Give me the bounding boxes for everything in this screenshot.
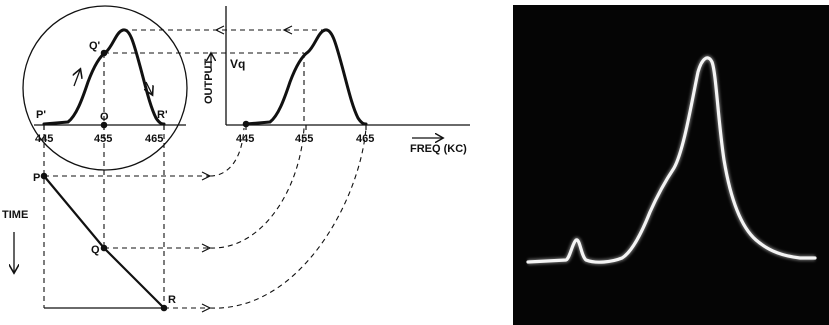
- left-response-curve: [42, 28, 166, 126]
- scope-trace: [526, 56, 817, 264]
- diagram-panel: [14, 5, 470, 313]
- vq-label: Vq: [230, 57, 245, 71]
- left-tick-445: 445: [35, 133, 53, 145]
- scope-screen: [513, 5, 829, 325]
- time-label: TIME: [2, 209, 28, 221]
- label-q-prime: Q': [89, 40, 101, 52]
- output-label: OUTPUT: [203, 59, 215, 105]
- rising-arrow: [74, 70, 80, 87]
- label-r: R: [168, 294, 176, 306]
- right-tick-465: 465: [356, 133, 374, 145]
- highlight-circle: [22, 5, 188, 171]
- label-q: Q: [91, 244, 100, 256]
- right-tick-445: 445: [236, 133, 254, 145]
- right-response-curve: [244, 28, 368, 126]
- label-p: P: [33, 172, 40, 184]
- label-p-prime: P': [36, 109, 46, 121]
- label-r-prime: R': [157, 109, 168, 121]
- freq-label: FREQ (KC): [410, 143, 467, 155]
- right-start-point: [242, 120, 250, 128]
- left-tick-455: 455: [94, 133, 112, 145]
- left-tick-465: 465: [145, 133, 163, 145]
- right-tick-455: 455: [295, 133, 313, 145]
- label-o: O: [100, 111, 109, 123]
- diagram-labels: P' Q' O R' 445 455 465 445 455 465 OUTPU…: [2, 40, 467, 306]
- oscilloscope-photo: [513, 5, 829, 325]
- falling-arrow: [146, 81, 152, 94]
